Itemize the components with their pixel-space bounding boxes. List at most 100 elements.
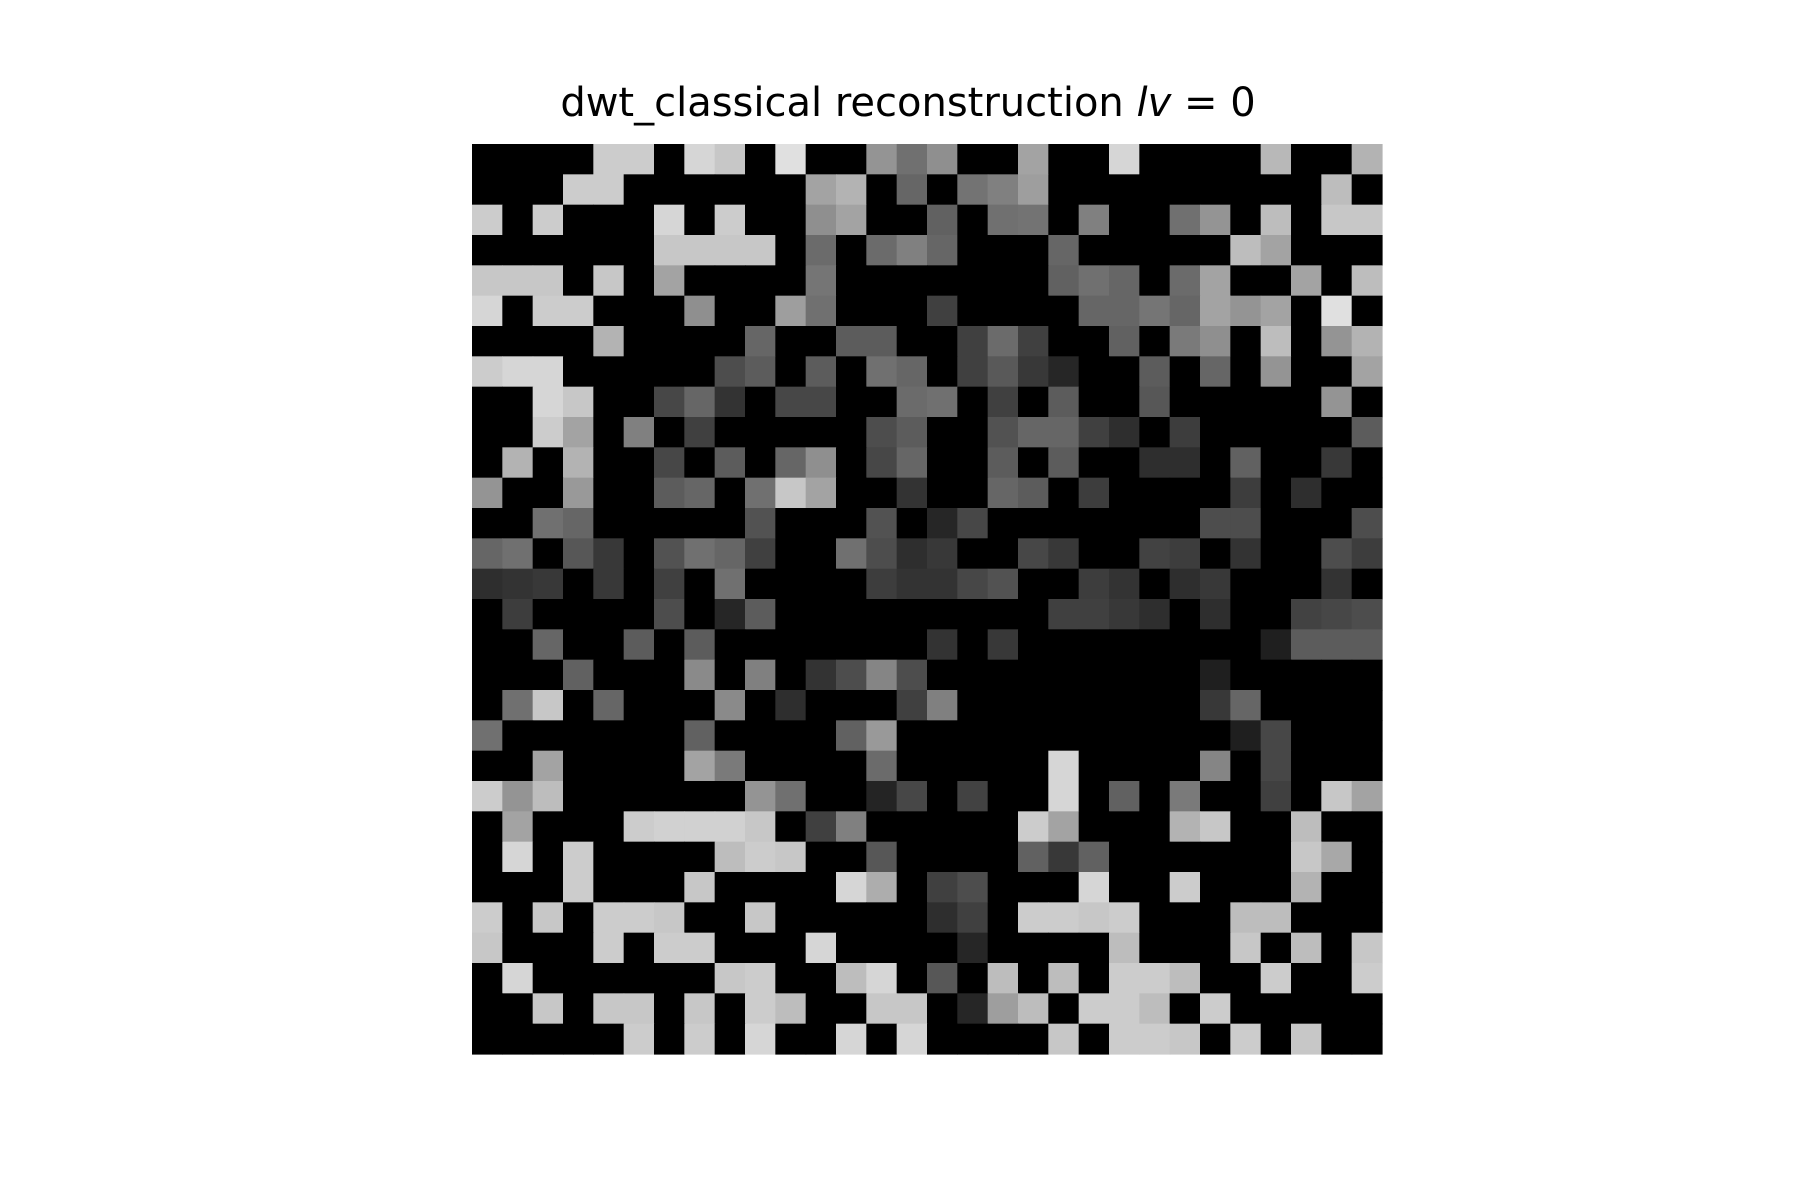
heatmap-cell (1200, 963, 1231, 994)
heatmap-cell (654, 204, 685, 236)
heatmap-cell (563, 659, 594, 691)
heatmap-cell (593, 750, 625, 782)
heatmap-cell (532, 993, 564, 1025)
heatmap-cell (1351, 568, 1383, 600)
heatmap-cell (745, 599, 776, 630)
heatmap-cell (563, 447, 594, 479)
heatmap-cell (1260, 356, 1292, 388)
heatmap-cell (1169, 811, 1201, 843)
heatmap-cell (1351, 781, 1383, 812)
heatmap-cell (472, 568, 503, 600)
heatmap-cell (684, 841, 716, 873)
heatmap-cell (684, 872, 716, 903)
heatmap-cell (805, 963, 837, 994)
heatmap-cell (1169, 599, 1201, 630)
heatmap-cell (1018, 417, 1049, 448)
heatmap-cell (472, 690, 503, 721)
heatmap-cell (684, 659, 716, 691)
heatmap-cell (1351, 417, 1383, 448)
heatmap-cell (1351, 174, 1383, 206)
heatmap-cell (1321, 447, 1353, 479)
heatmap-cell (684, 811, 716, 843)
heatmap-cell (745, 750, 776, 782)
heatmap-cell (593, 417, 625, 448)
heatmap-cell (1139, 295, 1171, 327)
heatmap-cell (1139, 841, 1171, 873)
heatmap-cell (805, 629, 837, 661)
heatmap-cell (502, 265, 534, 297)
heatmap-cell (896, 720, 928, 752)
heatmap-cell (1048, 659, 1080, 691)
heatmap-cell (1200, 872, 1231, 903)
heatmap-cell (896, 629, 928, 661)
heatmap-cell (805, 477, 837, 509)
heatmap-cell (1200, 508, 1231, 539)
heatmap-cell (623, 599, 655, 630)
heatmap-cell (805, 508, 837, 539)
heatmap-cell (1260, 781, 1292, 812)
heatmap-cell (714, 538, 746, 570)
heatmap-cell (957, 386, 989, 418)
heatmap-cell (1169, 629, 1201, 661)
heatmap-cell (745, 963, 776, 994)
heatmap-cell (502, 417, 534, 448)
heatmap-cell (1321, 659, 1353, 691)
heatmap-cell (1321, 841, 1353, 873)
heatmap-cell (1109, 720, 1140, 752)
heatmap-cell (805, 902, 837, 934)
heatmap-cell (866, 872, 898, 903)
heatmap-cell (472, 629, 503, 661)
heatmap-cell (1260, 447, 1292, 479)
heatmap-cell (654, 447, 685, 479)
heatmap-cell (927, 508, 958, 539)
heatmap-cell (1291, 599, 1322, 630)
heatmap-cell (1139, 872, 1171, 903)
heatmap-cell (1109, 781, 1140, 812)
heatmap-cell (957, 447, 989, 479)
heatmap-cell (593, 993, 625, 1025)
heatmap-cell (896, 204, 928, 236)
heatmap-cell (1018, 872, 1049, 903)
heatmap-cell (1109, 841, 1140, 873)
heatmap-cell (896, 902, 928, 934)
heatmap-cell (1018, 690, 1049, 721)
heatmap-cell (1321, 265, 1353, 297)
heatmap-cell (563, 417, 594, 448)
heatmap-cell (866, 811, 898, 843)
heatmap-cell (623, 538, 655, 570)
heatmap-cell (1078, 417, 1110, 448)
heatmap-cell (654, 659, 685, 691)
heatmap-cell (684, 690, 716, 721)
heatmap-cell (1291, 781, 1322, 812)
heatmap-cell (532, 265, 564, 297)
heatmap-cell (1048, 872, 1080, 903)
heatmap-cell (1351, 326, 1383, 357)
heatmap-cell (684, 356, 716, 388)
heatmap-cell (987, 204, 1019, 236)
heatmap-cell (927, 477, 958, 509)
heatmap-cell (775, 386, 807, 418)
heatmap-cell (714, 811, 746, 843)
heatmap-cell (745, 235, 776, 266)
heatmap-cell (1018, 295, 1049, 327)
heatmap-cell (472, 720, 503, 752)
heatmap-cell (1139, 235, 1171, 266)
heatmap-cell (1260, 265, 1292, 297)
heatmap-cell (563, 174, 594, 206)
heatmap-cell (1078, 629, 1110, 661)
heatmap-cell (623, 811, 655, 843)
heatmap-cell (805, 174, 837, 206)
heatmap-cell (714, 993, 746, 1025)
heatmap-cell (1321, 902, 1353, 934)
heatmap-cell (1139, 781, 1171, 812)
heatmap-cell (866, 659, 898, 691)
heatmap-cell (1048, 326, 1080, 357)
heatmap-cell (745, 295, 776, 327)
heatmap-cell (896, 811, 928, 843)
heatmap-cell (1321, 508, 1353, 539)
heatmap-cell (563, 235, 594, 266)
heatmap-cell (654, 781, 685, 812)
heatmap-cell (684, 781, 716, 812)
heatmap-cell (654, 568, 685, 600)
heatmap-cell (532, 568, 564, 600)
